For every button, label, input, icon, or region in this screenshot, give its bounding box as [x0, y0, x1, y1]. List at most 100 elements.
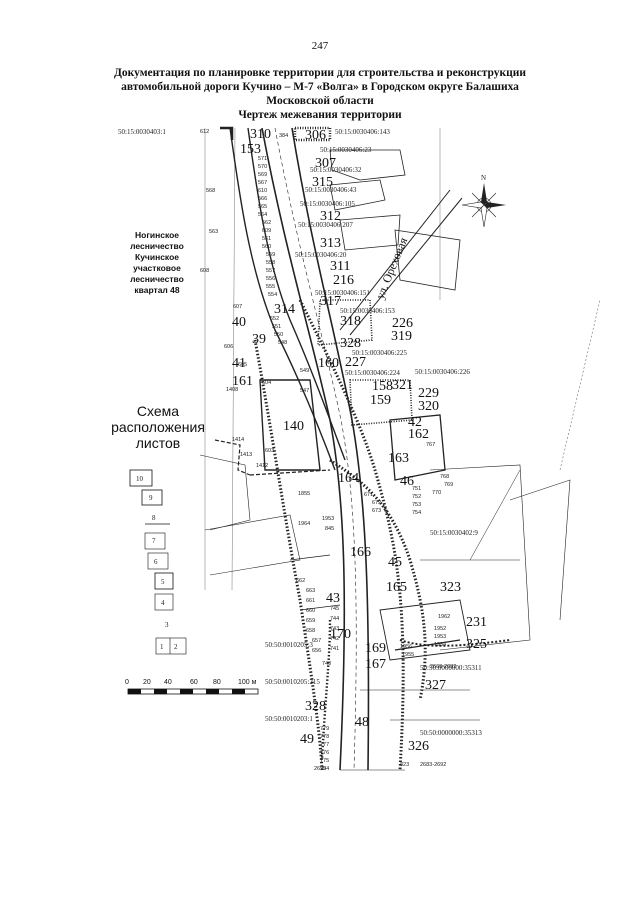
parcel-number: 229: [418, 386, 439, 401]
parcel-number: 321: [392, 378, 413, 393]
map-linework: [199, 126, 601, 771]
vertex-number: 606: [224, 344, 233, 350]
cadastral-label: 50:50:0010203:1: [265, 715, 313, 723]
parcel-number: 166: [350, 545, 371, 560]
parcel-number: 315: [312, 175, 333, 190]
vertex-number: 1952: [434, 626, 446, 632]
parcel-number: 167: [365, 657, 386, 672]
vertex-number: 603: [265, 448, 274, 454]
schema-title-line: расположения: [111, 419, 205, 435]
parcel-number: 227: [345, 355, 366, 370]
vertex-number: 548: [278, 340, 287, 346]
parcel-number: 312: [320, 209, 341, 224]
vertex-number: 567: [258, 180, 267, 186]
sheet-label: 10: [136, 475, 144, 483]
north-arrow-icon: N: [461, 174, 506, 228]
vertex-number: 663: [306, 588, 315, 594]
cadastral-label: 50:15:0030406:20: [295, 251, 347, 259]
vertex-number: 740: [322, 661, 331, 667]
vertex-number: 571: [258, 156, 267, 162]
vertex-number: 557: [266, 268, 275, 274]
parcel-number: 328: [305, 699, 326, 714]
vertex-number: 845: [325, 526, 334, 532]
vertex-number: 570: [258, 164, 267, 170]
forest-note-line: квартал 48: [134, 285, 180, 295]
vertex-number: 741: [330, 646, 339, 652]
vertex-number: 560: [262, 244, 271, 250]
scale-tick: 100 м: [238, 679, 257, 686]
vertex-number: 672: [372, 500, 381, 506]
cadastral-label: 50:15:0030403:1: [118, 128, 166, 136]
vertex-number: 609: [262, 228, 271, 234]
page-number: 247: [311, 40, 329, 52]
parcel-number: 169: [365, 641, 386, 656]
vertex-number: 607: [233, 304, 242, 310]
parcel-number: 231: [466, 615, 487, 630]
parcel-number: 43: [326, 591, 340, 606]
parcel-number: 307: [315, 156, 336, 171]
vertex-number: 550: [274, 332, 283, 338]
vertex-number: 753: [412, 502, 421, 508]
vertex-number: 659: [306, 618, 315, 624]
scale-bar: 0 20 40 60 80 100 м: [125, 679, 259, 695]
vertex-number: 657: [312, 638, 321, 644]
parcel-number: 325: [466, 637, 487, 652]
scale-tick: 40: [164, 679, 172, 686]
scale-tick: 20: [143, 679, 151, 686]
vertex-number: 558: [266, 260, 275, 266]
sheet-label: 2: [174, 643, 178, 651]
parcel-number-labels: 310 306 153 307 315 312 313 311 216 314 …: [232, 127, 487, 754]
parcel-number: 306: [305, 128, 326, 143]
vertex-number: 564: [258, 212, 267, 218]
sheet-label: 7: [152, 537, 156, 545]
title-line-4: Чертеж межевания территории: [238, 109, 402, 121]
vertex-number: 1962: [438, 614, 450, 620]
vertex-number: 605: [238, 362, 247, 368]
vertex-number: 777: [320, 742, 329, 748]
parcel-number: 320: [418, 399, 439, 414]
scale-tick: 0: [125, 679, 129, 686]
vertex-number: 779: [320, 726, 329, 732]
sheet-schema: 10 9 8 7 6 5 4 3 1 2: [129, 469, 187, 655]
parcel-number: 42: [408, 415, 422, 430]
parcel-number: 45: [388, 555, 402, 570]
vertex-number: 661: [306, 598, 315, 604]
schema-title-line: Схема: [136, 403, 180, 419]
cadastral-label: 50:50:0000000:35313: [420, 729, 482, 737]
vertex-number: 745: [330, 606, 339, 612]
parcel-number: 326: [408, 739, 429, 754]
vertex-number: 1953: [322, 516, 334, 522]
parcel-number: 310: [250, 127, 271, 142]
forest-note-line: лесничество: [130, 274, 184, 284]
parcel-number: 153: [240, 142, 261, 157]
vertex-number: 1956: [400, 644, 412, 650]
cadastral-label: 50:15:0030406:143: [335, 128, 390, 136]
vertex-number: 562: [262, 220, 271, 226]
cadastral-label: 50:50:0010205:3: [265, 641, 313, 649]
vertex-number: 569: [258, 172, 267, 178]
forest-area-note: Ногинское лесничество Кучинское участков…: [112, 230, 202, 296]
cadastral-label: 50:15:0030406:43: [305, 186, 357, 194]
parcel-number: 46: [400, 474, 414, 489]
cadastral-label: 50:15:0030406:32: [310, 166, 362, 174]
vertex-number: 549: [300, 368, 309, 374]
parcel-number: 311: [330, 259, 350, 274]
vertex-number: 559: [266, 252, 275, 258]
vertex-number: 767: [426, 442, 435, 448]
vertex-number: 552: [270, 316, 279, 322]
vertex-number: 1964: [298, 521, 310, 527]
parcel-number: 318: [340, 314, 361, 329]
vertex-number: 1408: [226, 387, 238, 393]
cadastral-number-labels: 50:15:0030403:1 50:15:0030406:143 50:15:…: [118, 128, 482, 737]
vertex-number: 768: [440, 474, 449, 480]
forest-note-line: лесничество: [130, 241, 184, 251]
parcel-number: 314: [274, 302, 295, 317]
vertex-number: 608: [200, 268, 209, 274]
vertex-number: 2668-2682: [430, 664, 456, 670]
parcel-number: 41: [232, 356, 246, 371]
vertex-number: 794: [320, 766, 329, 772]
vertex-number: 743: [330, 626, 339, 632]
parcel-number: 160: [318, 356, 339, 371]
vertex-number: 751: [412, 486, 421, 492]
sheet-label: 6: [154, 558, 158, 566]
